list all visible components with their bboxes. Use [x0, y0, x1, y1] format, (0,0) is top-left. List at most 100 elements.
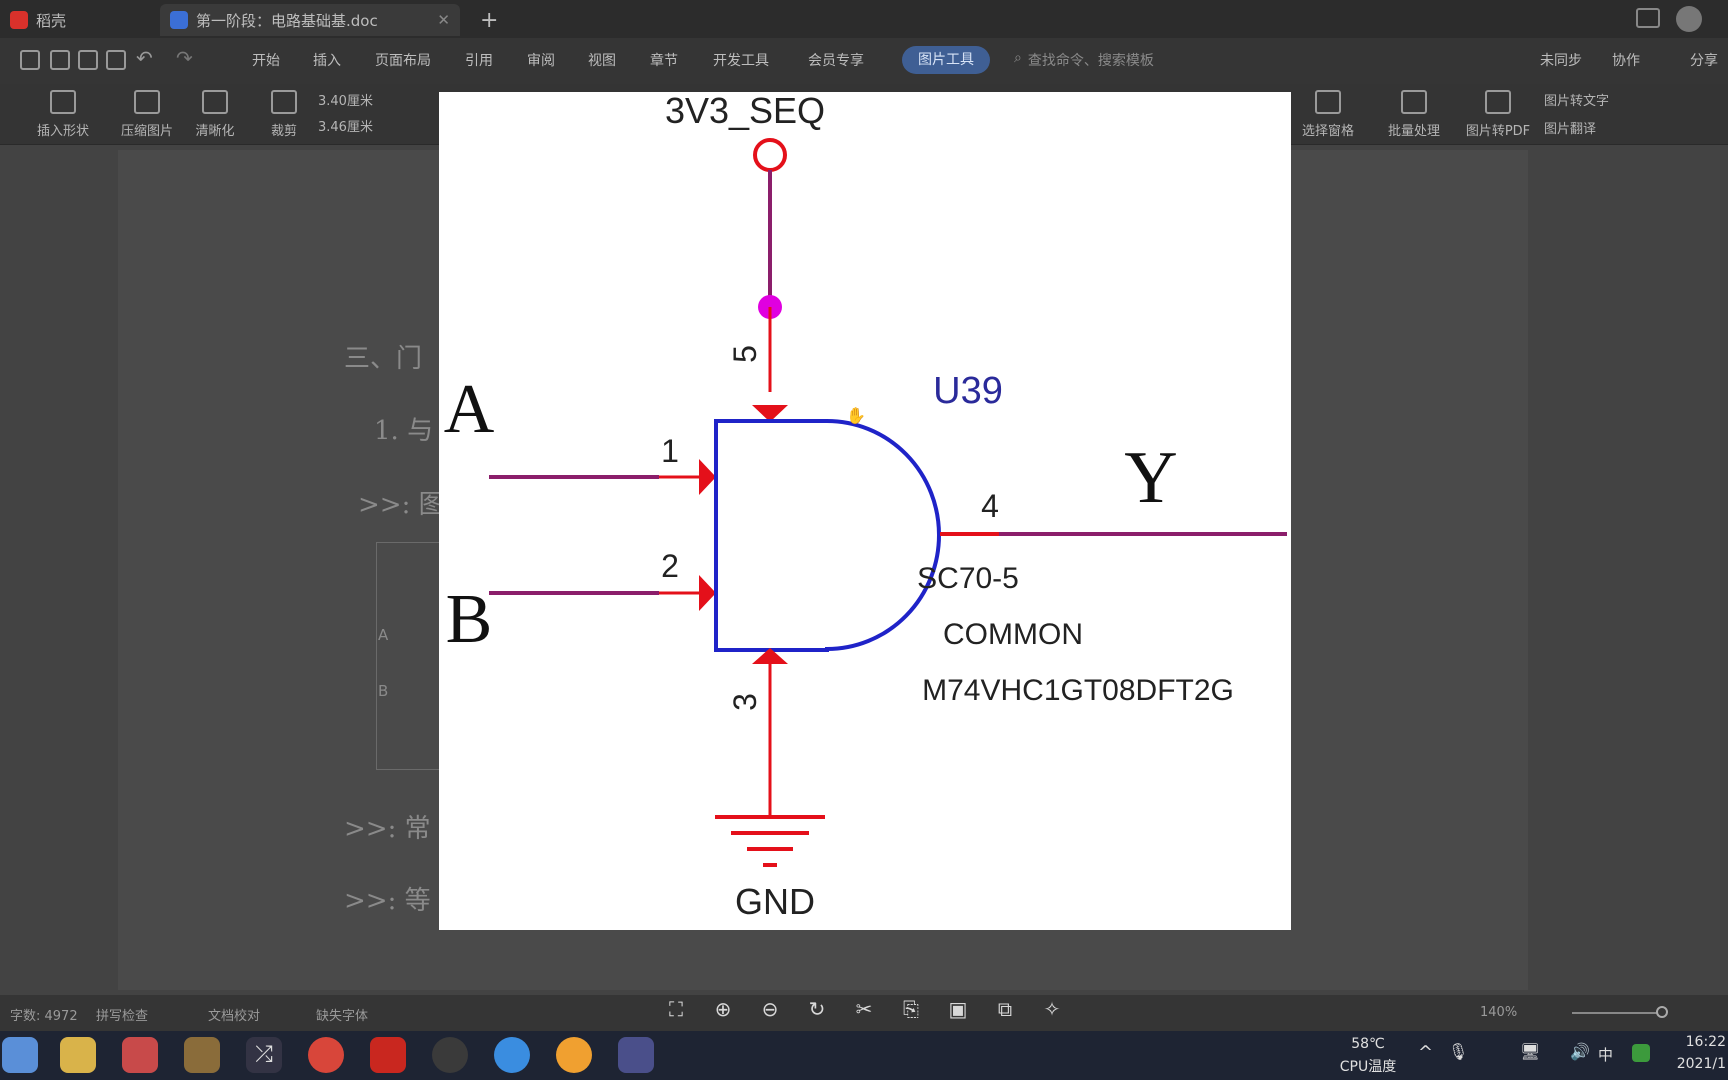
close-tab-icon[interactable]: ✕	[437, 11, 450, 29]
save-image-icon[interactable]: ⎘	[903, 997, 919, 1021]
network-icon[interactable]: 🖥	[1520, 1042, 1541, 1061]
fit-window-icon[interactable]: ⛶	[669, 997, 683, 1021]
paint-icon[interactable]	[184, 1037, 220, 1073]
image-viewer[interactable]: 3V3_SEQ 5 A 1 B 2 3 GND 4 Y	[439, 90, 1291, 930]
new-tab-button[interactable]: +	[480, 7, 499, 33]
crop-tool-icon[interactable]: ✂	[855, 997, 873, 1021]
obs-icon[interactable]	[432, 1037, 468, 1073]
output-y-label: Y	[1124, 437, 1177, 519]
width-field[interactable]: 3.40厘米	[318, 90, 418, 109]
zoom-level[interactable]: 140%	[1480, 1005, 1518, 1020]
height-value: 3.46厘米	[318, 120, 373, 135]
title-bar: 稻壳 第一阶段：电路基础基.doc ✕ +	[0, 0, 1728, 38]
menu-home[interactable]: 开始	[252, 53, 280, 69]
zoom-slider-handle[interactable]	[1656, 1006, 1668, 1018]
microphone-icon[interactable]: 🎙	[1448, 1042, 1469, 1061]
insert-shape-label: 插入形状	[36, 124, 89, 139]
compress-icon	[134, 90, 160, 114]
menu-insert[interactable]: 插入	[313, 53, 341, 69]
crop-button[interactable]: 裁剪	[256, 90, 312, 139]
photo-viewer-icon[interactable]	[618, 1037, 654, 1073]
menu-picture-tools[interactable]: 图片工具	[902, 46, 990, 74]
undo-icon[interactable]: ↶	[136, 46, 153, 70]
chrome-icon[interactable]	[308, 1037, 344, 1073]
zoom-out-icon[interactable]: ⊖	[761, 997, 779, 1021]
tab-document[interactable]: 第一阶段：电路基础基.doc ✕	[160, 4, 460, 36]
image-to-text-icon[interactable]: ▣	[948, 997, 968, 1021]
vcc-pin-arrow	[752, 405, 788, 422]
pdf-reader-icon[interactable]	[122, 1037, 158, 1073]
picture-to-pdf-button[interactable]: 图片转PDF	[1460, 90, 1536, 139]
redo-icon[interactable]: ↷	[176, 46, 193, 70]
file-explorer-icon[interactable]	[60, 1037, 96, 1073]
and-gate-body	[714, 419, 941, 652]
input-a-label: A	[444, 371, 495, 448]
picture-to-text-button[interactable]: 图片转文字	[1544, 94, 1610, 109]
shuffle-app-icon[interactable]: ⤮	[246, 1037, 282, 1073]
sharpen-label: 清晰化	[195, 124, 235, 139]
image-convert-icon[interactable]: ⧉	[997, 997, 1013, 1021]
zoom-slider[interactable]	[1572, 1012, 1662, 1014]
selection-pane-icon	[1315, 90, 1341, 114]
volume-icon[interactable]: 🔊	[1570, 1042, 1590, 1061]
picture-to-pdf-label: 图片转PDF	[1465, 124, 1531, 139]
height-field[interactable]: 3.46厘米	[318, 116, 418, 135]
tab-docer[interactable]: 稻壳	[0, 4, 160, 36]
power-connector	[753, 138, 787, 172]
clock-time[interactable]: 16:22	[1685, 1034, 1726, 1050]
menu-member[interactable]: 会员专享	[808, 53, 864, 69]
doc-heading: 三、门	[344, 344, 423, 374]
word-count[interactable]: 字数: 4972	[10, 1009, 78, 1024]
zoom-in-icon[interactable]: ⊕	[714, 997, 732, 1021]
crop-label: 裁剪	[270, 124, 297, 139]
preview-icon[interactable]	[106, 50, 126, 70]
pin-4-label: 4	[981, 488, 999, 524]
pin-1-label: 1	[661, 433, 679, 469]
selection-pane-button[interactable]: 选择窗格	[1296, 90, 1360, 139]
batch-process-button[interactable]: 批量处理	[1378, 90, 1450, 139]
menu-page-layout[interactable]: 页面布局	[375, 53, 431, 69]
collaborate-button[interactable]: 协作	[1612, 53, 1640, 69]
doc-line-1: >>: 图	[358, 490, 445, 520]
missing-font-button[interactable]: 缺失字体	[316, 1009, 369, 1024]
tray-expand-icon[interactable]: ^	[1418, 1042, 1434, 1063]
rotate-icon[interactable]: ↻	[808, 997, 826, 1021]
recorder-icon[interactable]	[556, 1037, 592, 1073]
wps-icon[interactable]	[370, 1037, 406, 1073]
magic-tool-icon[interactable]: ✧	[1043, 997, 1061, 1021]
export-icon[interactable]	[50, 50, 70, 70]
menu-section[interactable]: 章节	[650, 53, 678, 69]
compress-picture-button[interactable]: 压缩图片	[112, 90, 182, 139]
save-icon[interactable]	[20, 50, 40, 70]
print-icon[interactable]	[78, 50, 98, 70]
feishu-icon[interactable]	[494, 1037, 530, 1073]
power-net-label: 3V3_SEQ	[665, 92, 825, 131]
share-button[interactable]: 分享	[1690, 53, 1718, 69]
menu-review[interactable]: 审阅	[527, 53, 555, 69]
sync-status[interactable]: 未同步	[1540, 53, 1582, 69]
hand-cursor-icon: ✋	[846, 406, 866, 425]
avatar[interactable]	[1676, 6, 1702, 32]
start-app-icon[interactable]	[2, 1037, 38, 1073]
word-doc-icon	[170, 11, 188, 29]
insert-shape-button[interactable]: 插入形状	[18, 90, 108, 139]
command-search[interactable]: ⌕ 查找命令、搜索模板	[1014, 50, 1154, 70]
sogou-icon[interactable]	[1632, 1044, 1650, 1062]
menu-developer[interactable]: 开发工具	[713, 53, 769, 69]
docer-icon	[10, 11, 28, 29]
ime-indicator[interactable]: 中	[1598, 1046, 1614, 1064]
menu-references[interactable]: 引用	[465, 53, 493, 69]
width-value: 3.40厘米	[318, 94, 373, 109]
part-number-label: M74VHC1GT08DFT2G	[922, 674, 1234, 707]
clock-date[interactable]: 2021/1	[1676, 1056, 1726, 1072]
proofread-button[interactable]: 文档校对	[208, 1009, 261, 1024]
spell-check-button[interactable]: 拼写检查	[96, 1009, 149, 1024]
batch-icon	[1401, 90, 1427, 114]
menu-view[interactable]: 视图	[588, 53, 616, 69]
picture-translate-button[interactable]: 图片翻译	[1544, 122, 1597, 137]
sharpen-button[interactable]: 清晰化	[180, 90, 250, 139]
pin-2-label: 2	[661, 548, 679, 584]
gnd-pin-arrow	[752, 648, 788, 664]
doc-mini-label-a: A	[378, 626, 389, 644]
window-layout-icon[interactable]	[1636, 8, 1660, 28]
